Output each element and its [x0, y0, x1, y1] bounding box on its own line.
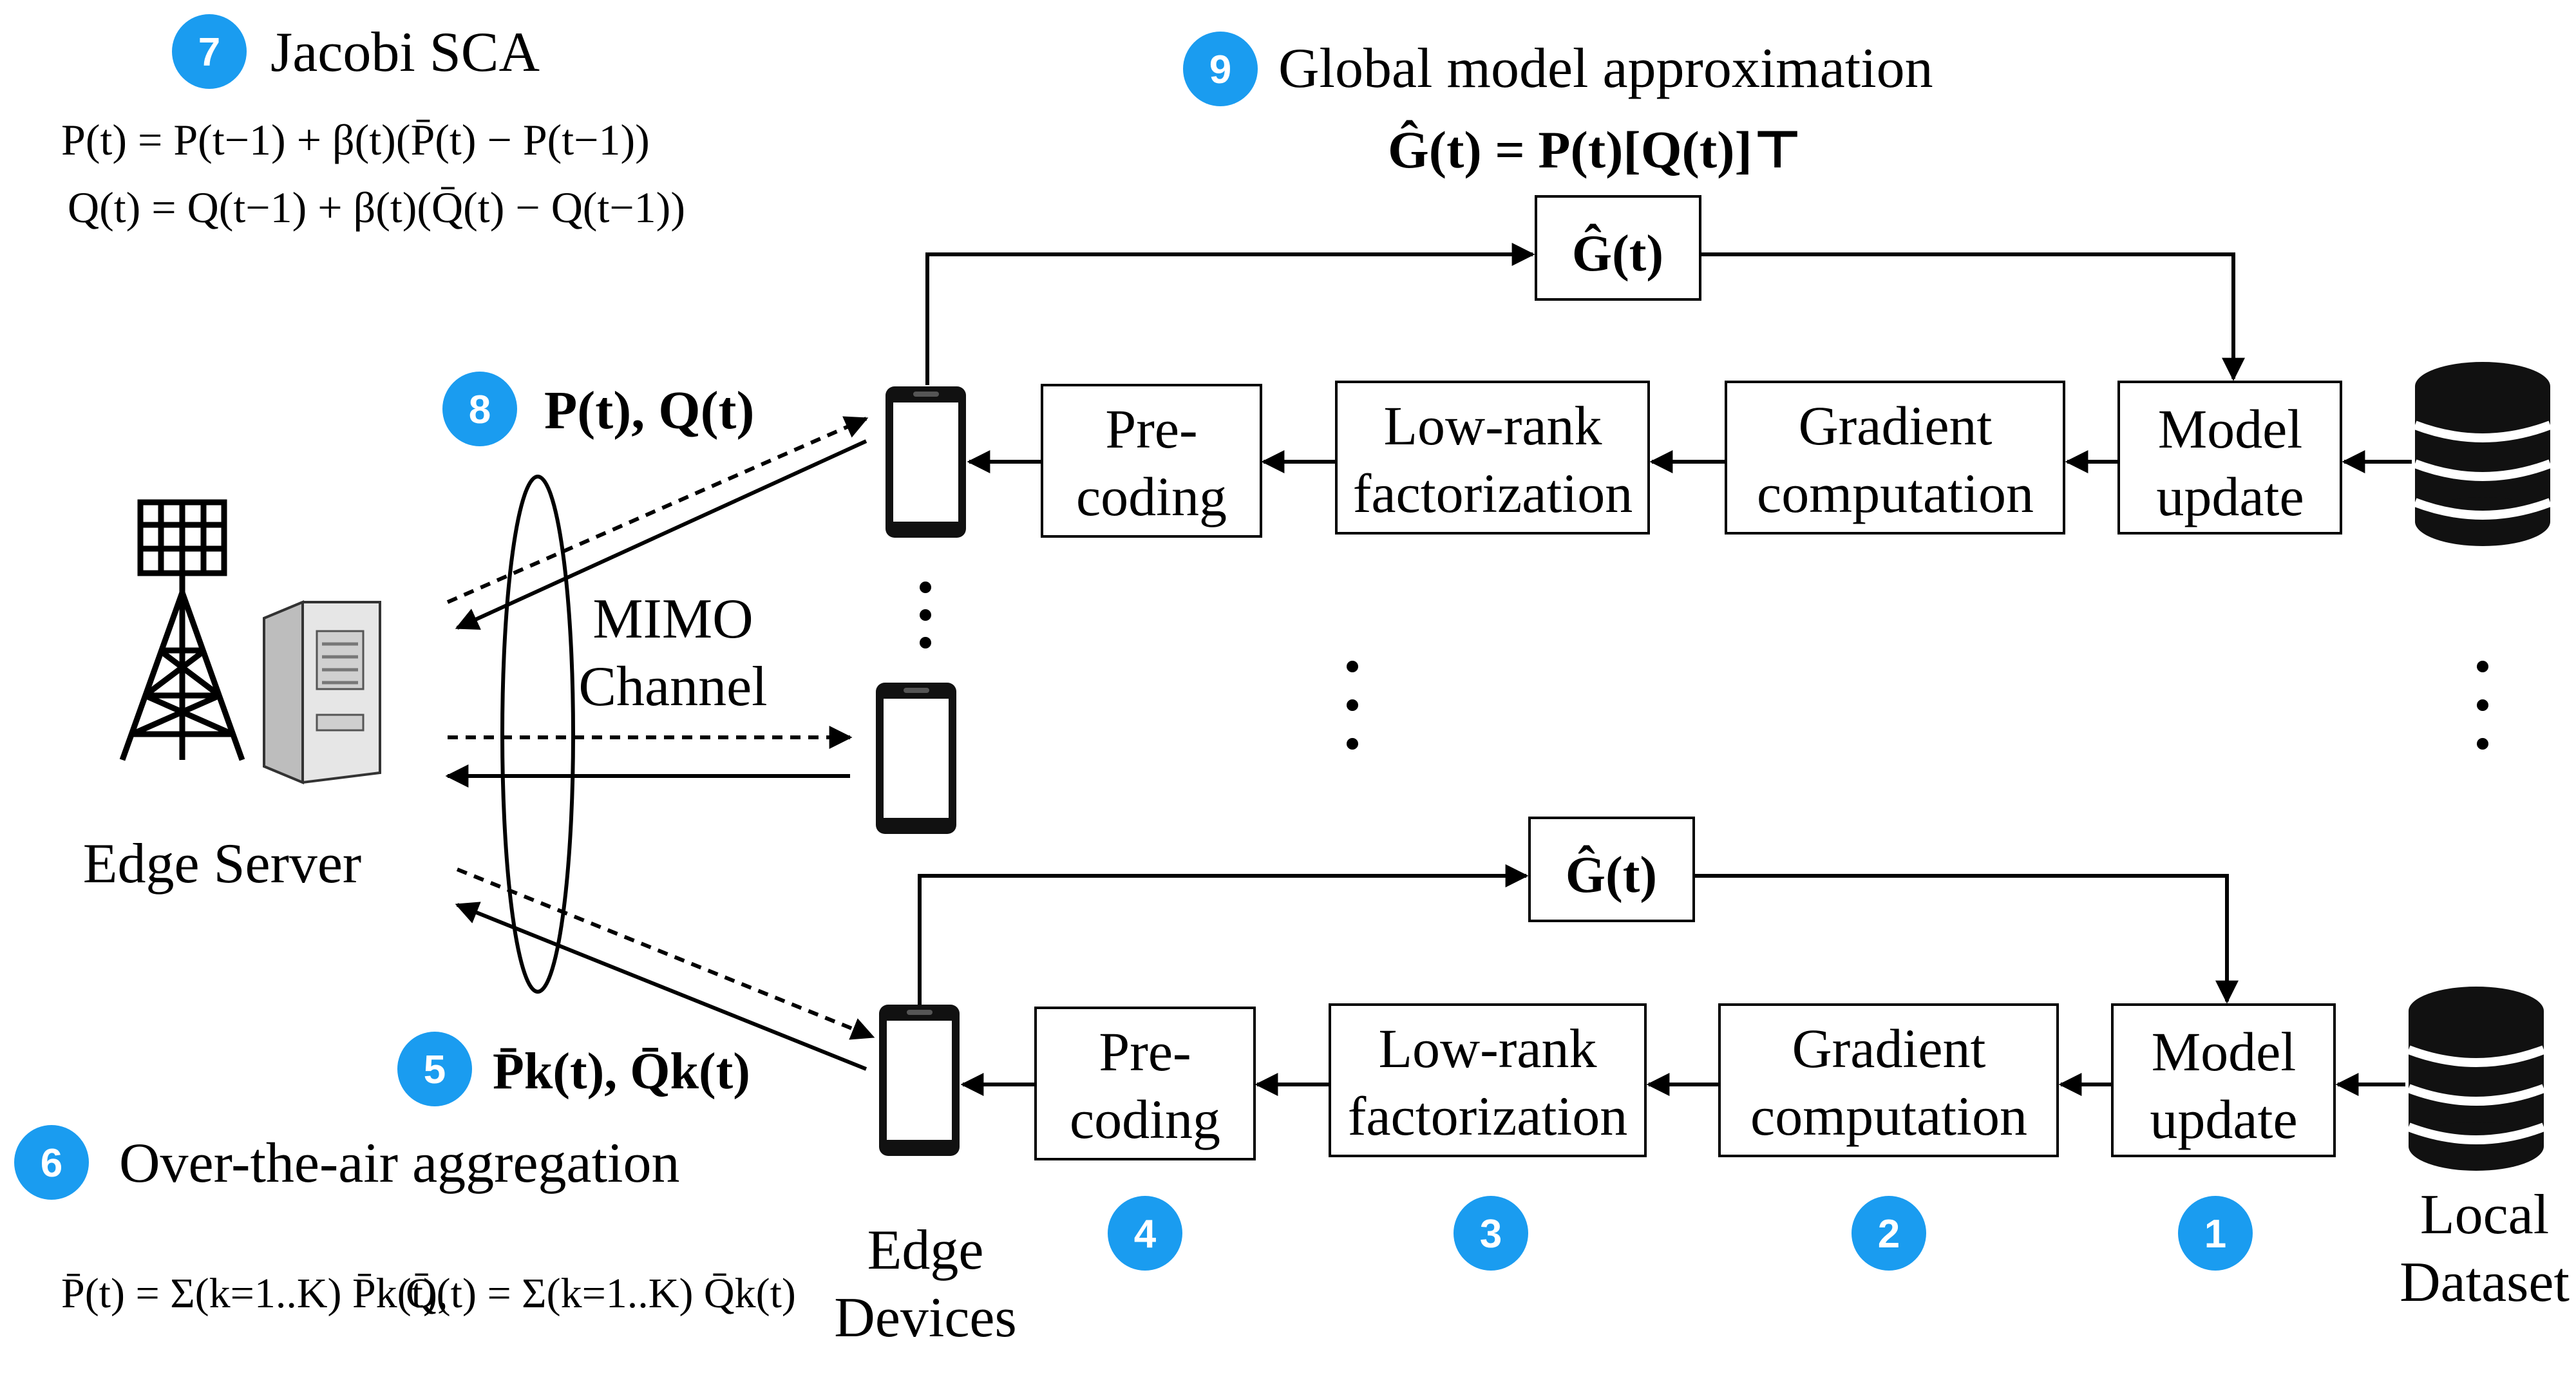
- model-update-label-2: update: [2156, 466, 2304, 527]
- mimo-channel: MIMO Channel: [500, 475, 768, 994]
- q-sum-equation: Q̄(t) = Σ(k=1..K) Q̄k(t): [406, 1270, 796, 1317]
- pipeline-bottom-arrows: [918, 864, 2405, 1096]
- device-ellipsis: [920, 582, 931, 648]
- step-7-block: 7 Jacobi SCA P(t) = P(t−1) + β(t)(P̄(t) …: [61, 14, 685, 232]
- g-approx-equation: Ĝ(t) = P(t)[Q(t)]⊤: [1388, 119, 1803, 179]
- step-1-badge: [2178, 1196, 2253, 1271]
- pipeline-top-arrows: [925, 243, 2412, 473]
- mimo-label-line2: Channel: [578, 656, 767, 718]
- pipeline-bottom: [1034, 817, 2336, 1160]
- model-update-box: [2111, 1003, 2336, 1157]
- lowrank-label-1: Low-rank: [1383, 395, 1602, 457]
- step-8-number: 8: [469, 388, 491, 432]
- gradient-box: [1718, 1003, 2059, 1157]
- gradient-label-1: Gradient: [1792, 1017, 1986, 1079]
- step-4-badge: [1108, 1196, 1182, 1271]
- lowrank-label-2: factorization: [1353, 462, 1633, 524]
- precoding-label-2: coding: [1070, 1088, 1220, 1150]
- gradient-label-2: computation: [1757, 462, 2034, 524]
- step-6-number: 6: [41, 1141, 62, 1186]
- model-update-label-2: update: [2150, 1088, 2297, 1150]
- step-2-number: 2: [1878, 1212, 1900, 1256]
- gradient-label-2: computation: [1750, 1085, 2027, 1147]
- lowrank-label-2: factorization: [1348, 1085, 1628, 1147]
- step-9-block: 9 Global model approximation Ĝ(t) = P(t)…: [1183, 32, 1933, 179]
- edge-devices-label-line2: Devices: [834, 1287, 1016, 1349]
- g-hat-box: [1535, 195, 1701, 301]
- broadcast-params: P(t), Q(t): [544, 381, 754, 440]
- downlink-top: [446, 416, 869, 604]
- jacobi-title: Jacobi SCA: [270, 21, 540, 84]
- wireless-links: [445, 416, 875, 1071]
- g-hat-top: Ĝ(t): [1572, 223, 1663, 282]
- step-4-number: 4: [1134, 1212, 1157, 1256]
- step-3-badge: [1454, 1196, 1528, 1271]
- step-7-number: 7: [198, 30, 220, 75]
- g-hat-box: [1528, 817, 1695, 922]
- step-5-badge: [397, 1032, 472, 1106]
- ota-title: Over-the-air aggregation: [119, 1132, 679, 1195]
- pipeline-top: [1041, 195, 2342, 538]
- step-6-badge: [14, 1125, 89, 1200]
- p-sum-equation: P̄(t) = Σ(k=1..K) P̄k(t),: [61, 1270, 448, 1317]
- edge-server-label: Edge Server: [83, 833, 361, 895]
- database-icon: [2413, 362, 2552, 546]
- smartphone-icon: [879, 1005, 960, 1156]
- antenna-tower-icon: [119, 499, 245, 761]
- uplink-bottom: [455, 902, 867, 1071]
- gradient-box: [1725, 381, 2065, 535]
- downlink-bottom: [456, 867, 875, 1040]
- pipeline-ellipsis: [1347, 661, 1358, 750]
- gradient-label-1: Gradient: [1799, 395, 1993, 457]
- precoding-label-2: coding: [1076, 466, 1227, 527]
- model-update-label-1: Model: [2152, 1021, 2297, 1083]
- precoding-box: [1041, 384, 1262, 538]
- precoding-box: [1034, 1007, 1256, 1160]
- step-1-number: 1: [2204, 1212, 2226, 1256]
- lowrank-box: [1335, 381, 1650, 535]
- step-7-badge: [172, 14, 247, 89]
- step-9-badge: [1183, 32, 1258, 106]
- edge-server-icon: [263, 600, 381, 784]
- local-dataset-label-line1: Local: [2420, 1184, 2549, 1246]
- step-5-block: 5 P̄k(t), Q̄k(t): [397, 1032, 750, 1106]
- edge-devices-label-line1: Edge: [867, 1219, 984, 1282]
- lowrank-label-1: Low-rank: [1378, 1017, 1596, 1079]
- step-8-block: 8 P(t), Q(t): [442, 372, 754, 446]
- local-dataset-label-line2: Dataset: [2400, 1251, 2570, 1314]
- step-badges-row: 4 3 2 1: [1108, 1196, 2253, 1271]
- precoding-label-1: Pre-: [1099, 1021, 1191, 1083]
- dataset-ellipsis: [2477, 661, 2488, 750]
- precoding-label-1: Pre-: [1105, 398, 1197, 460]
- global-title: Global model approximation: [1278, 37, 1933, 100]
- database-icon: [2407, 987, 2546, 1171]
- mimo-label-line1: MIMO: [592, 588, 753, 650]
- q-update-equation: Q(t) = Q(t−1) + β(t)(Q̄(t) − Q(t−1)): [68, 183, 685, 232]
- smartphone-icon: [886, 386, 966, 538]
- step-2-badge: [1852, 1196, 1926, 1271]
- upload-params: P̄k(t), Q̄k(t): [493, 1043, 750, 1100]
- uplink-top: [455, 439, 867, 630]
- smartphone-icon: [876, 683, 956, 834]
- step-8-badge: [442, 372, 517, 446]
- step-9-number: 9: [1209, 48, 1231, 92]
- lowrank-box: [1329, 1003, 1647, 1157]
- model-update-label-1: Model: [2158, 398, 2303, 460]
- step-3-number: 3: [1480, 1212, 1502, 1256]
- g-hat-bottom: Ĝ(t): [1566, 845, 1657, 904]
- step-5-number: 5: [424, 1048, 446, 1092]
- p-update-equation: P(t) = P(t−1) + β(t)(P̄(t) − P(t−1)): [61, 115, 650, 164]
- model-update-box: [2117, 381, 2342, 535]
- step-6-block: 6 Over-the-air aggregation P̄(t) = Σ(k=1…: [14, 1125, 796, 1317]
